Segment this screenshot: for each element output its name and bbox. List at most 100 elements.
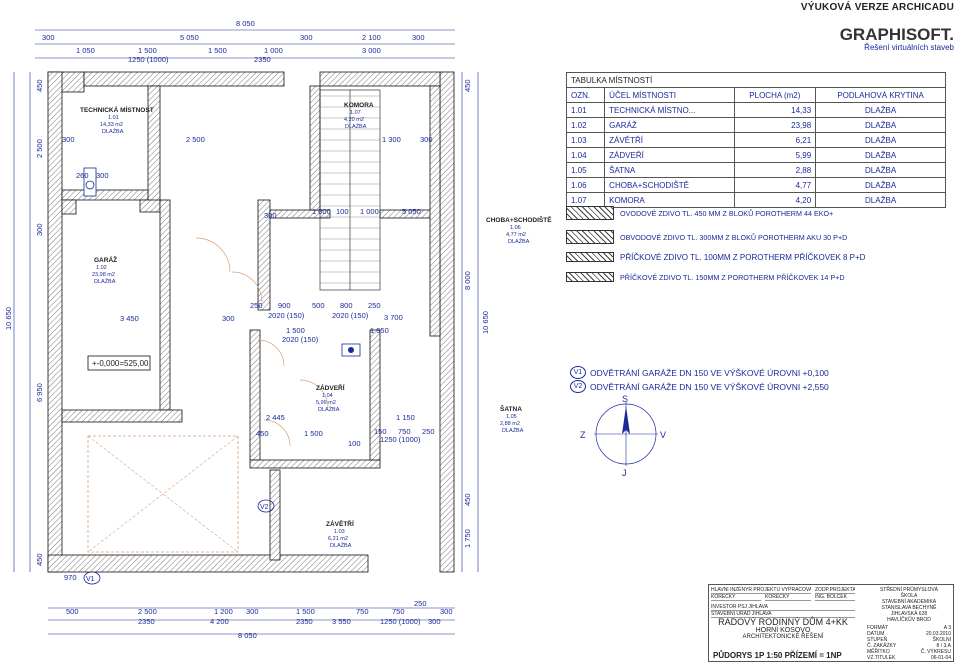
svg-text:2020 (150): 2020 (150) — [268, 311, 305, 320]
svg-text:V2: V2 — [260, 504, 269, 511]
project-title: RADOVÝ RODINNÝ DŮM 4+KK HORNÍ KOSOVO ARC… — [718, 617, 848, 640]
svg-text:1.01: 1.01 — [108, 115, 119, 121]
vent-tag-v2-plan: V2 — [257, 499, 275, 513]
legend-item: OBVODOVÉ ZDIVO TL. 300MM Z BLOKŮ POROTHE… — [566, 230, 847, 244]
svg-text:1 750: 1 750 — [463, 529, 472, 548]
legend-item: PŘÍČKOVÉ ZDIVO TL. 150MM Z POROTHERM PŘÍ… — [566, 272, 845, 282]
room-label-komora: KOMORA 1.07 4,20 m2 DLAŽBA — [344, 102, 374, 130]
dim-top: 1 500 — [138, 46, 157, 55]
svg-text:100: 100 — [336, 207, 349, 216]
room-label-choba: CHOBA+SCHODIŠTĚ 1.06 4,77 m2 DLAŽBA — [486, 215, 552, 245]
col-header: OZN. — [565, 87, 606, 103]
svg-text:1 200: 1 200 — [214, 607, 233, 616]
svg-text:250: 250 — [250, 301, 263, 310]
svg-text:2020 (150): 2020 (150) — [282, 335, 319, 344]
compass-east: V — [660, 430, 666, 440]
svg-text:1 000: 1 000 — [360, 207, 379, 216]
svg-text:5 050: 5 050 — [402, 207, 421, 216]
wall-hatch-swatch — [566, 252, 614, 262]
compass-west: Z — [580, 430, 586, 440]
svg-text:2 500: 2 500 — [35, 139, 44, 158]
legend-item: PŘÍČKOVÉ ZDIVO TL. 100MM Z POROTHERM PŘÍ… — [566, 252, 865, 262]
svg-text:23,98 m2: 23,98 m2 — [92, 272, 115, 278]
dim-top: 300 — [42, 33, 55, 42]
wall-hatch-swatch — [566, 230, 614, 244]
wall-hatch-swatch — [566, 272, 614, 282]
svg-text:300: 300 — [440, 607, 453, 616]
right-dimensions: 10 650 450 8 000 450 1 750 — [461, 72, 490, 572]
room-label-zavetri: ZÁVĚTŘÍ 1.03 6,21 m2 DLAŽBA — [326, 519, 354, 549]
svg-text:1.06: 1.06 — [510, 225, 521, 231]
svg-text:450: 450 — [35, 79, 44, 92]
svg-text:4 200: 4 200 — [210, 617, 229, 626]
sink-icon — [341, 343, 361, 357]
svg-text:8 000: 8 000 — [463, 271, 472, 290]
svg-text:4,20 m2: 4,20 m2 — [344, 117, 364, 123]
dim-top: 2 100 — [362, 33, 381, 42]
floor-plan: 8 050 300 5 050 300 2 100 300 1 050 1 50… — [4, 19, 552, 640]
svg-text:3 550: 3 550 — [332, 617, 351, 626]
svg-text:450: 450 — [463, 79, 472, 92]
svg-text:450: 450 — [35, 553, 44, 566]
dim-top: 1250 (1000) — [128, 55, 169, 64]
dim-top: 1 000 — [264, 46, 283, 55]
compass-south: J — [622, 468, 627, 478]
room-label-zadveri: ZÁDVEŘÍ 1.04 5,99 m2 DLAŽBA — [316, 383, 345, 413]
svg-text:2350: 2350 — [138, 617, 155, 626]
svg-text:300: 300 — [62, 135, 75, 144]
dim-top: 1 500 — [208, 46, 227, 55]
svg-text:1 950: 1 950 — [370, 326, 389, 335]
room-label-garage: GARÁŽ 1.02 23,98 m2 DLAŽBA — [92, 255, 117, 285]
svg-text:ZÁVĚTŘÍ: ZÁVĚTŘÍ — [326, 519, 354, 528]
svg-text:260: 260 — [76, 171, 89, 180]
svg-text:1.02: 1.02 — [96, 265, 107, 271]
svg-text:1.04: 1.04 — [322, 393, 333, 399]
boiler-icon — [83, 167, 97, 197]
svg-text:3 450: 3 450 — [120, 314, 139, 323]
svg-text:5,99 m2: 5,99 m2 — [316, 400, 336, 406]
svg-text:900: 900 — [278, 301, 291, 310]
svg-text:500: 500 — [312, 301, 325, 310]
left-dimensions: 10 650 450 2 500 300 6 950 450 — [4, 72, 44, 572]
svg-text:300: 300 — [222, 314, 235, 323]
col-header: ÚČEL MÍSTNOSTI — [604, 87, 735, 103]
col-header: PLOCHA (m2) — [733, 87, 817, 103]
svg-text:2,88 m2: 2,88 m2 — [500, 421, 520, 427]
svg-text:300: 300 — [246, 607, 259, 616]
svg-text:CHOBA+SCHODIŠTĚ: CHOBA+SCHODIŠTĚ — [486, 215, 552, 224]
svg-text:DLAŽBA: DLAŽBA — [345, 122, 367, 130]
svg-text:DLAŽBA: DLAŽBA — [502, 426, 524, 434]
outer-walls — [47, 71, 455, 573]
dim-top-total: 8 050 — [236, 19, 255, 28]
svg-text:1250 (1000): 1250 (1000) — [380, 617, 421, 626]
svg-text:V1: V1 — [86, 576, 95, 583]
svg-text:1.03: 1.03 — [334, 529, 345, 535]
room-label-tech: TECHNICKÁ MÍSTNOST 1.01 14,33 m2 DLAŽBA — [80, 105, 154, 135]
svg-text:6,21 m2: 6,21 m2 — [328, 536, 348, 542]
vendor-title: VÝUKOVÁ VERZE ARCHICADU — [800, 2, 954, 13]
svg-text:2 445: 2 445 — [266, 413, 285, 422]
svg-text:970: 970 — [64, 573, 77, 582]
svg-text:10 650: 10 650 — [481, 311, 490, 334]
vendor-header: VÝUKOVÁ VERZE ARCHICADU GRAPHISOFT. Řeše… — [801, 2, 954, 52]
svg-text:800: 800 — [340, 301, 353, 310]
dim-top: 5 050 — [180, 33, 199, 42]
garage-car-outline — [87, 435, 239, 553]
svg-text:100: 100 — [348, 439, 361, 448]
svg-text:DLAŽBA: DLAŽBA — [508, 237, 530, 245]
room-label-satna: ŠATNA 1.05 2,88 m2 DLAŽBA — [500, 404, 524, 434]
svg-text:150: 150 — [374, 427, 387, 436]
svg-text:1.05: 1.05 — [506, 414, 517, 420]
svg-text:750: 750 — [392, 607, 405, 616]
svg-text:2350: 2350 — [296, 617, 313, 626]
dim-top: 2350 — [254, 55, 271, 64]
svg-text:14,33 m2: 14,33 m2 — [100, 122, 123, 128]
svg-text:2 500: 2 500 — [138, 607, 157, 616]
svg-text:6 950: 6 950 — [35, 383, 44, 402]
drawing-title: PŮDORYS 1P 1:50 PŘÍZEMÍ = 1NP — [713, 651, 842, 660]
svg-text:1 500: 1 500 — [304, 429, 323, 438]
